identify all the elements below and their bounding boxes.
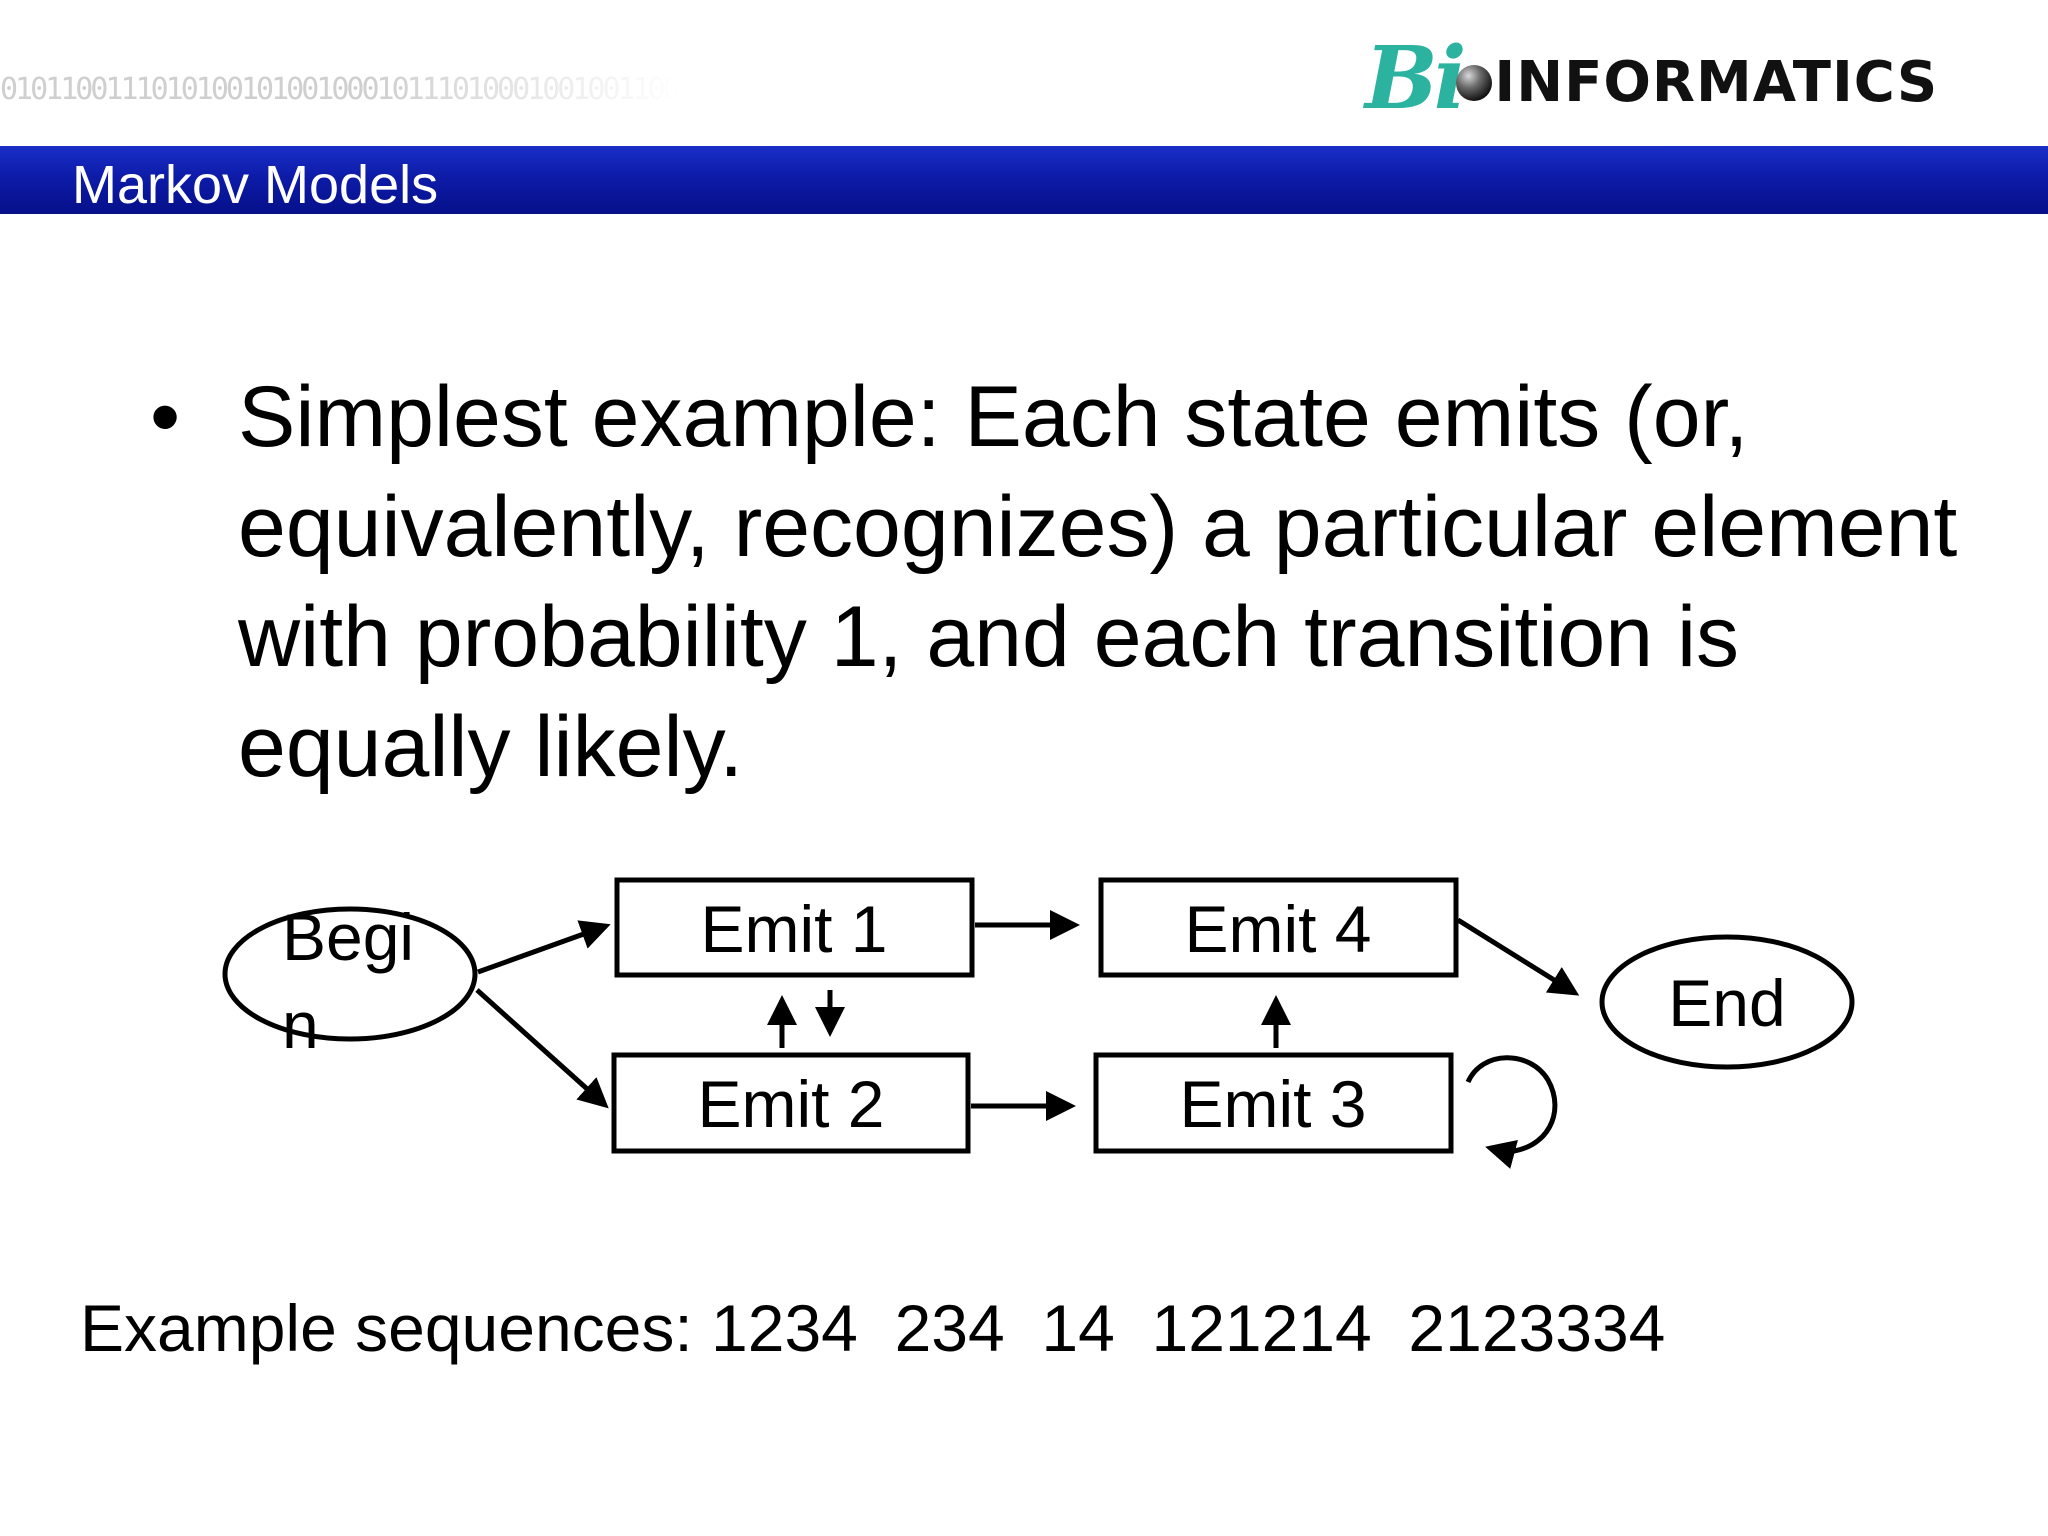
logo-ball-icon <box>1456 65 1493 101</box>
emit3-label: Emit 3 <box>1179 1067 1366 1141</box>
bullet-icon: • <box>150 369 181 465</box>
end-state <box>1599 934 1855 1070</box>
arrow-emit4-to-end <box>1456 917 1580 996</box>
emit2-state <box>611 1052 971 1154</box>
sequence-item: 14 <box>1041 1291 1115 1365</box>
emit4-state <box>1098 877 1459 978</box>
begin-state <box>222 906 478 1042</box>
sequence-item: 234 <box>894 1291 1005 1365</box>
binary-line: 0101100111010100101001000101110100010010… <box>0 72 680 107</box>
title-bar: Markov Models <box>0 146 2048 215</box>
emit2-label: Emit 2 <box>697 1067 884 1141</box>
arrow-begin-to-emit1 <box>477 920 611 975</box>
emit1-state <box>614 877 975 978</box>
bioinformatics-logo: Bi INFORMATICS <box>1365 27 1939 129</box>
binary-background: 0101100111010100101001000101110100010010… <box>0 10 680 140</box>
logo-suffix: INFORMATICS <box>1494 49 1939 115</box>
begin-label-line1: Begi <box>282 900 414 974</box>
sequence-item: 121214 <box>1151 1291 1372 1365</box>
sequence-item: 1234 <box>711 1291 858 1365</box>
begin-label-line2: n <box>282 988 319 1062</box>
arrow-emit3-self-loop <box>1465 1055 1558 1169</box>
arrow-begin-to-emit2 <box>475 988 609 1109</box>
emit4-label: Emit 4 <box>1184 892 1371 966</box>
examples-label: Example sequences: <box>80 1291 693 1365</box>
sequence-item: 2123334 <box>1408 1291 1666 1365</box>
emit3-state <box>1093 1052 1454 1154</box>
emit1-label: Emit 1 <box>700 892 887 966</box>
logo-prefix: Bi <box>1365 27 1466 129</box>
example-sequences: Example sequences: 1234 234 14 121214 21… <box>80 1290 1665 1366</box>
end-label: End <box>1668 966 1785 1040</box>
slide-title: Markov Models <box>72 155 439 215</box>
bullet-text: Simplest example: Each state emits (or, … <box>238 369 1958 795</box>
